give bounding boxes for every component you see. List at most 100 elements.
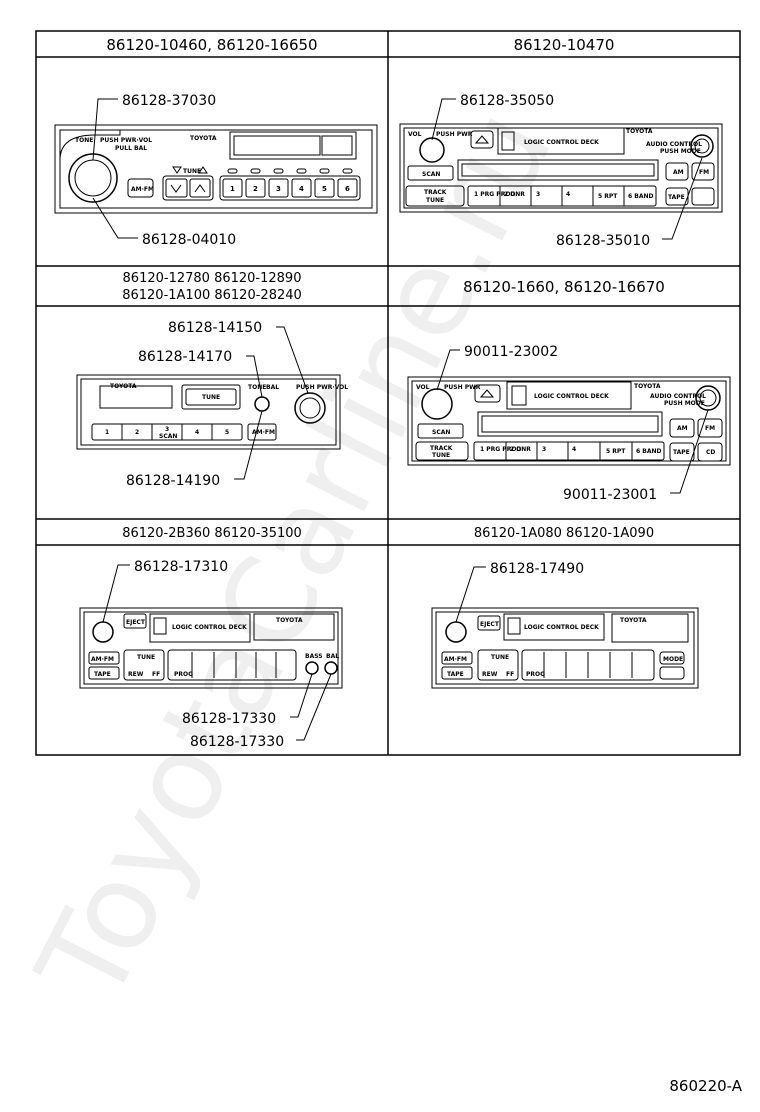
callout-86128-35010: 86128-35010	[556, 233, 650, 249]
svg-text:TUNE: TUNE	[137, 654, 155, 661]
callouts-cell-4	[436, 349, 709, 494]
svg-text:BAL: BAL	[326, 653, 339, 660]
svg-text:LOGIC CONTROL DECK: LOGIC CONTROL DECK	[524, 139, 599, 146]
svg-text:2 DNR: 2 DNR	[504, 191, 525, 198]
svg-text:TRACK: TRACK	[424, 189, 447, 196]
svg-text:EJECT: EJECT	[126, 619, 146, 626]
svg-text:TRACK: TRACK	[430, 445, 453, 452]
svg-text:PUSH PWR: PUSH PWR	[444, 384, 481, 391]
svg-text:LOGIC CONTROL DECK: LOGIC CONTROL DECK	[534, 393, 609, 400]
svg-text:MODE: MODE	[663, 656, 683, 663]
svg-text:2 DNR: 2 DNR	[510, 446, 531, 453]
svg-text:PUSH PWR·VOL: PUSH PWR·VOL	[296, 384, 348, 391]
svg-text:AUDIO CONTROL: AUDIO CONTROL	[646, 141, 702, 148]
svg-text:TAPE: TAPE	[668, 194, 685, 201]
svg-text:2: 2	[135, 429, 139, 436]
svg-text:AM·FM: AM·FM	[91, 656, 114, 663]
svg-text:TUNE: TUNE	[202, 394, 220, 401]
callout-90011-23001: 90011-23001	[563, 487, 657, 503]
callout-86128-14150: 86128-14150	[168, 320, 262, 336]
svg-text:FF: FF	[506, 671, 514, 678]
header-cell-3-line1: 86120-12780 86120-12890	[123, 271, 302, 286]
svg-text:4: 4	[572, 446, 576, 453]
svg-text:PROG: PROG	[526, 671, 545, 678]
svg-text:3: 3	[542, 446, 546, 453]
svg-text:TAPE: TAPE	[673, 449, 690, 456]
svg-text:EJECT: EJECT	[480, 621, 500, 628]
svg-text:PROG: PROG	[174, 671, 193, 678]
svg-text:5 RPT: 5 RPT	[606, 448, 626, 455]
page-code: 860220-A	[669, 1077, 742, 1095]
callout-86128-35050: 86128-35050	[460, 93, 554, 109]
svg-text:TOYOTA: TOYOTA	[626, 128, 653, 135]
svg-text:LOGIC CONTROL DECK: LOGIC CONTROL DECK	[172, 624, 247, 631]
svg-text:5: 5	[322, 185, 327, 193]
svg-text:FF: FF	[152, 671, 160, 678]
svg-text:REW: REW	[128, 671, 144, 678]
svg-text:AM: AM	[677, 425, 688, 432]
svg-text:1 PRG PROG: 1 PRG PROG	[474, 191, 515, 198]
svg-text:AM·FM: AM·FM	[252, 429, 275, 436]
header-cell-2: 86120-10470	[514, 36, 615, 54]
header-cell-1: 86120-10460, 86120-16650	[106, 36, 317, 54]
svg-text:PUSH PWR·VOL: PUSH PWR·VOL	[100, 137, 152, 144]
radio-unit-1	[54, 124, 378, 214]
svg-text:TOYOTA: TOYOTA	[620, 617, 647, 624]
radio-unit-6	[431, 607, 699, 689]
svg-text:PULL BAL: PULL BAL	[115, 145, 147, 152]
svg-text:BAL: BAL	[266, 384, 279, 391]
svg-text:4: 4	[299, 185, 304, 193]
svg-text:TOYOTA: TOYOTA	[190, 135, 217, 142]
callout-86128-14190: 86128-14190	[126, 473, 220, 489]
svg-text:REW: REW	[482, 671, 498, 678]
svg-text:AM·FM: AM·FM	[444, 656, 467, 663]
svg-text:AM: AM	[673, 169, 684, 176]
grid	[35, 30, 741, 756]
svg-text:TOYOTA: TOYOTA	[110, 383, 137, 390]
svg-text:VOL: VOL	[416, 384, 430, 391]
svg-text:2: 2	[253, 185, 258, 193]
callouts-cell-3	[234, 326, 309, 480]
svg-text:6 BAND: 6 BAND	[636, 448, 662, 455]
svg-text:6: 6	[345, 185, 350, 193]
svg-text:LOGIC CONTROL DECK: LOGIC CONTROL DECK	[524, 624, 599, 631]
header-cell-3-line2: 86120-1A100 86120-28240	[122, 288, 302, 303]
callout-86128-17490: 86128-17490	[490, 561, 584, 577]
svg-text:PUSH MODE: PUSH MODE	[660, 148, 701, 155]
svg-text:AUDIO CONTROL: AUDIO CONTROL	[650, 393, 706, 400]
svg-text:TUNE: TUNE	[183, 168, 201, 175]
svg-text:3: 3	[276, 185, 281, 193]
callout-86128-17310: 86128-17310	[134, 559, 228, 575]
radio-unit-3-labels: TOYOTA TUNE TONE BAL PUSH PWR·VOL 1 2 3 …	[105, 383, 348, 440]
svg-text:AM·FM: AM·FM	[131, 186, 154, 193]
callouts-cell-2	[431, 98, 703, 240]
svg-text:FM: FM	[705, 425, 715, 432]
svg-text:PUSH MODE: PUSH MODE	[664, 400, 705, 407]
svg-text:VOL: VOL	[408, 131, 422, 138]
svg-text:3: 3	[536, 191, 540, 198]
svg-text:PUSH PWR: PUSH PWR	[436, 131, 473, 138]
radio-unit-2	[399, 123, 723, 213]
svg-text:BASS: BASS	[305, 653, 323, 660]
callout-86128-37030: 86128-37030	[122, 93, 216, 109]
callout-86128-17330-a: 86128-17330	[182, 711, 276, 727]
radio-unit-4-labels: VOL PUSH PWR LOGIC CONTROL DECK TOYOTA S…	[416, 383, 715, 459]
svg-text:TUNE: TUNE	[426, 197, 444, 204]
svg-text:TOYOTA: TOYOTA	[634, 383, 661, 390]
header-cell-4: 86120-1660, 86120-16670	[463, 278, 665, 296]
svg-text:1 PRG PROG: 1 PRG PROG	[480, 446, 521, 453]
callout-86128-17330-b: 86128-17330	[190, 734, 284, 750]
callout-90011-23002: 90011-23002	[464, 344, 558, 360]
svg-text:1: 1	[105, 429, 109, 436]
callouts-cell-6	[455, 566, 486, 623]
svg-text:1: 1	[230, 185, 235, 193]
svg-text:TUNE: TUNE	[491, 654, 509, 661]
svg-text:TUNE: TUNE	[432, 452, 450, 459]
svg-text:TOYOTA: TOYOTA	[276, 617, 303, 624]
svg-text:SCAN: SCAN	[159, 433, 177, 440]
svg-text:TAPE: TAPE	[447, 671, 464, 678]
svg-text:3: 3	[165, 426, 169, 433]
svg-text:TONE: TONE	[75, 137, 93, 144]
header-cell-6: 86120-1A080 86120-1A090	[474, 526, 654, 541]
svg-text:SCAN: SCAN	[422, 171, 440, 178]
